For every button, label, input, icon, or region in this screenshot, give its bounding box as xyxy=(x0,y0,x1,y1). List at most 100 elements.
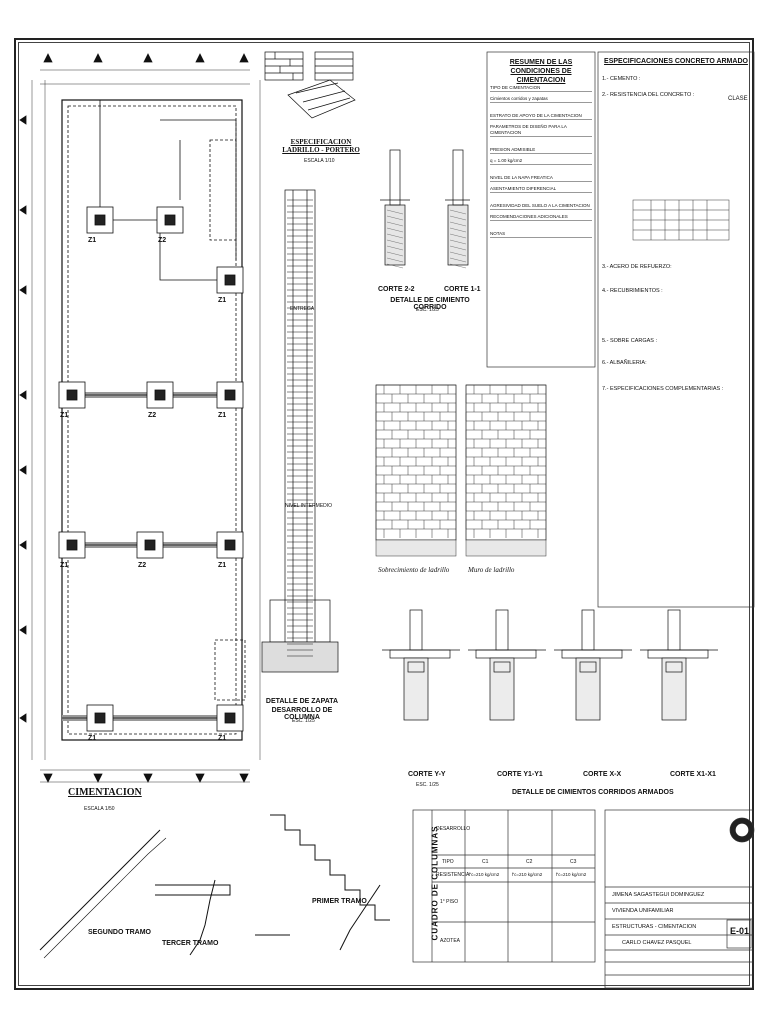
zapata-label: Z1 xyxy=(88,237,96,244)
sheet-inner-border xyxy=(18,42,750,986)
concrete-hatch xyxy=(449,209,467,215)
tb-designer: CARLO CHAVEZ PASQUEL xyxy=(622,940,692,946)
column-section xyxy=(224,712,236,724)
zapata-label: Z1 xyxy=(88,735,96,742)
resumen-title: RESUMEN DE LAS CONDICIONES DE CIMENTACIO… xyxy=(509,59,573,84)
spec-section: 7.- ESPECIFICACIONES COMPLEMENTARIAS : xyxy=(602,386,724,392)
column-section xyxy=(66,539,78,551)
concrete-hatch xyxy=(449,263,467,269)
axis-marker-icon xyxy=(143,53,153,63)
concrete-hatch xyxy=(449,257,467,263)
column-section xyxy=(66,389,78,401)
axis-marker-icon xyxy=(195,53,205,63)
concrete-hatch xyxy=(449,239,467,245)
footing-section xyxy=(489,657,515,721)
axis-marker-icon xyxy=(19,205,27,215)
spec-section: 5.- SOBRE CARGAS : xyxy=(602,338,658,344)
beam-rebar xyxy=(579,661,597,673)
corte-2-2: CORTE 2-2 xyxy=(378,286,415,293)
corte-x1x1: CORTE X1-X1 xyxy=(670,771,716,778)
stair-tercer: TERCER TRAMO xyxy=(162,940,219,947)
zapata-label: Z1 xyxy=(218,412,226,419)
concrete-hatch xyxy=(386,233,404,239)
axis-marker-icon xyxy=(19,465,27,475)
cuadro-row-tipo: TIPO xyxy=(442,859,454,865)
cuadro-type-c2: C2 xyxy=(526,859,533,865)
axis-marker-icon xyxy=(19,115,27,125)
spec-section: 6.- ALBAÑILERIA: xyxy=(602,360,647,366)
axis-marker-icon xyxy=(19,625,27,635)
zapata-footing xyxy=(216,381,244,409)
zapata-label: Z2 xyxy=(138,562,146,569)
cuadro-row-resistencia: RESISTENCIA xyxy=(436,872,470,878)
zapata-subtitle: DESARROLLO DE COLUMNA xyxy=(271,707,333,721)
plan-scale: ESCALA 1/50 xyxy=(84,806,115,812)
concrete-hatch xyxy=(386,239,404,245)
cortes-scale: ESC. 1/25 xyxy=(416,782,439,788)
spec-section: 4.- RECUBRIMIENTOS : xyxy=(602,288,663,294)
column-section xyxy=(154,389,166,401)
concrete-hatch xyxy=(449,221,467,227)
axis-marker-icon xyxy=(19,285,27,295)
foundation-base xyxy=(465,539,547,557)
cimiento-title: DETALLE DE CIMIENTO CORRIDO xyxy=(390,297,470,311)
spec-clase: CLASE xyxy=(728,96,748,102)
axis-marker-icon xyxy=(143,773,153,783)
spec-section: 2.- RESISTENCIA DEL CONCRETO : xyxy=(602,92,695,98)
concrete-hatch xyxy=(386,257,404,263)
resumen-item: PRESION ADMISIBLE xyxy=(490,147,592,154)
footing-section xyxy=(575,657,601,721)
spec-title: ESPECIFICACIONES CONCRETO ARMADO xyxy=(604,58,748,65)
footing-section xyxy=(661,657,687,721)
resumen-item: ESTRATO DE APOYO DE LA CIMENTACION xyxy=(490,113,592,120)
axis-marker-icon xyxy=(19,540,27,550)
wall-section xyxy=(581,609,595,651)
column-section xyxy=(164,214,176,226)
tb-sheet: E-01 xyxy=(730,926,750,936)
slab xyxy=(389,649,451,659)
resumen-item: PARAMETROS DE DISEÑO PARA LA CIMENTACION xyxy=(490,124,592,137)
concrete-hatch xyxy=(449,251,467,257)
column-section xyxy=(144,539,156,551)
slab xyxy=(561,649,623,659)
zapata-label: Z2 xyxy=(158,237,166,244)
axis-marker-icon xyxy=(43,53,53,63)
muro-label-b: Muro de ladrillo xyxy=(468,566,515,574)
resumen-item: NOTAS xyxy=(490,231,592,238)
cortes-title: DETALLE DE CIMIENTOS CORRIDOS ARMADOS xyxy=(512,789,674,796)
axis-marker-icon xyxy=(195,773,205,783)
zapata-scale: ESC. 1/25 xyxy=(292,718,315,724)
cuadro-res-c1: f'c=210 kg/cm2 xyxy=(469,872,500,877)
concrete-hatch xyxy=(449,245,467,251)
zapata-label: Z1 xyxy=(218,735,226,742)
axis-marker-icon xyxy=(93,53,103,63)
resumen-item: NIVEL DE LA NAPA FREATICA xyxy=(490,175,592,182)
zapata-label-nivel: NIVEL INTERMEDIO xyxy=(285,503,333,509)
slab xyxy=(647,649,709,659)
concrete-hatch xyxy=(449,233,467,239)
footing-section xyxy=(403,657,429,721)
column-section xyxy=(94,712,106,724)
resumen-item: q = 1.00 kg/cm2 xyxy=(490,158,592,165)
concrete-hatch xyxy=(449,215,467,221)
cuadro-row-azotea: AZOTEA xyxy=(440,938,461,944)
column-section xyxy=(94,214,106,226)
stair-primer: PRIMER TRAMO xyxy=(312,898,367,905)
drawing-sheet xyxy=(14,38,754,990)
wall-section xyxy=(495,609,509,651)
concrete-hatch xyxy=(386,251,404,257)
zapata-label: Z1 xyxy=(218,562,226,569)
concrete-hatch xyxy=(386,263,404,269)
cuadro-row-piso: 1° PISO xyxy=(440,899,459,905)
resumen-item: RECOMENDACIONES ADICIONALES xyxy=(490,214,592,221)
resumen-item: Cimientos corridos y zapatas xyxy=(490,96,592,103)
cuadro-res-c3: f'c=210 kg/cm2 xyxy=(556,872,587,877)
foundation-base xyxy=(375,539,457,557)
concrete-hatch xyxy=(386,221,404,227)
cuadro-row-desarrollo: DESARROLLO xyxy=(436,826,471,832)
ladrillo-scale: ESCALA 1/10 xyxy=(304,158,335,164)
column-section xyxy=(224,274,236,286)
axis-marker-icon xyxy=(43,773,53,783)
